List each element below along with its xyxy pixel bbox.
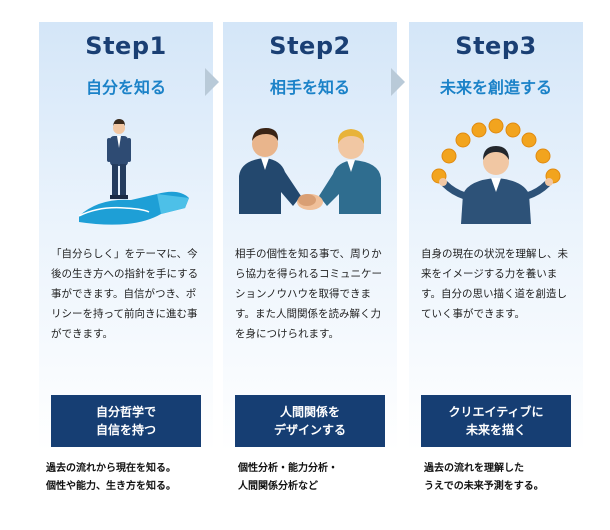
step1-box-line1: 自分哲学で: [95, 405, 156, 419]
step2-footer-line1: 個性分析・能力分析・: [238, 463, 338, 474]
step2-subtitle: 相手を知る: [269, 78, 350, 97]
person-on-hand-icon: [78, 119, 189, 225]
juggling-coins-icon: [431, 118, 561, 224]
step1-title: Step1: [85, 32, 167, 60]
step3-description: 自身の現在の状況を理解し、未来をイメージする力を養います。自分の思い描く道を創造…: [421, 248, 568, 320]
step3-box-line2: 未来を描く: [465, 423, 526, 437]
step3-box-line1: クリエイティブに: [448, 405, 544, 419]
step2-box-line1: 人間関係を: [279, 405, 340, 419]
step2-card: Step2 相手を知る 相手の個性を知る事で、周りから協力を得られるコミュニケー…: [223, 22, 397, 452]
step2-footer: 個性分析・能力分析・ 人間関係分析など: [238, 460, 412, 496]
step3-card: Step3 未来を創造する 自身の現在の状況を理解し、未来をイメージする力を養い…: [409, 22, 583, 452]
step2-highlight-box: 人間関係を デザインする: [235, 395, 385, 447]
handshake-icon: [239, 128, 381, 214]
step2-box-line2: デザインする: [273, 423, 346, 437]
chevron-right-icon: [205, 68, 219, 96]
chevron-right-icon: [391, 68, 405, 96]
step3-subtitle: 未来を創造する: [439, 78, 552, 97]
step3-footer-line1: 過去の流れを理解した: [424, 463, 524, 474]
step2-footer-line2: 人間関係分析など: [238, 481, 318, 492]
step1-description: 「自分らしく」をテーマに、今後の生き方への指針を手にする事ができます。自信がつき…: [51, 248, 199, 340]
step3-footer: 過去の流れを理解した うえでの未来予測をする。: [424, 460, 598, 496]
step1-footer-line2: 個性や能力、生き方を知る。: [46, 481, 176, 492]
step1-card: Step1 自分を知る 「自分らしく」をテーマに、今後の生き方への指針を手にする…: [39, 22, 213, 452]
step3-footer-line2: うえでの未来予測をする。: [424, 481, 544, 492]
step2-description: 相手の個性を知る事で、周りから協力を得られるコミュニケーションノウハウを取得でき…: [235, 248, 382, 340]
step1-footer-line1: 過去の流れから現在を知る。: [46, 463, 176, 474]
step1-box-line2: 自信を持つ: [95, 423, 156, 437]
step1-subtitle: 自分を知る: [85, 78, 166, 97]
step3-highlight-box: クリエイティブに 未来を描く: [421, 395, 571, 447]
step1-footer: 過去の流れから現在を知る。 個性や能力、生き方を知る。: [46, 460, 220, 496]
step1-highlight-box: 自分哲学で 自信を持つ: [51, 395, 201, 447]
step3-title: Step3: [455, 32, 537, 60]
step2-title: Step2: [269, 32, 351, 60]
